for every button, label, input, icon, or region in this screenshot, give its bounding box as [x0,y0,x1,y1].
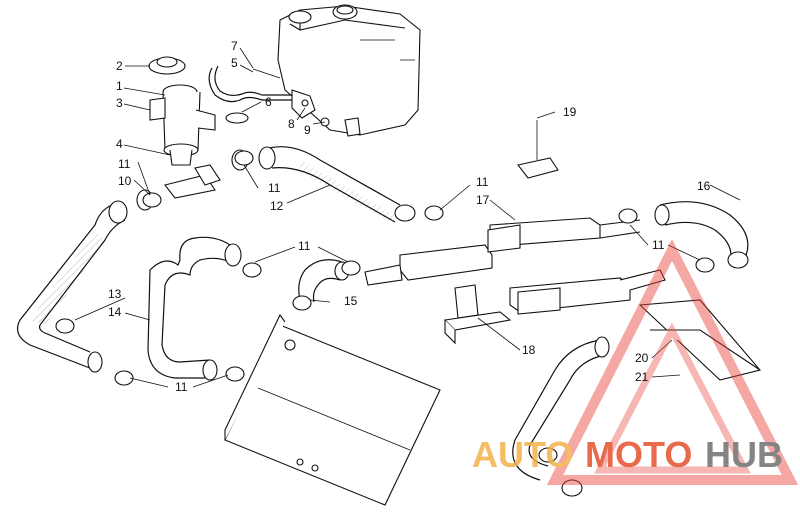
hose-16 [654,201,749,269]
callout-7: 7 [231,39,238,53]
watermark-moto: MOTO [585,434,692,475]
lower-right-hose [512,336,610,497]
callout-3: 3 [116,96,123,110]
callout-14: 14 [108,305,122,319]
watermark-auto: AUTO [472,434,573,475]
callout-11-b: 11 [268,181,281,195]
reservoir-tank [277,4,421,137]
callout-5: 5 [231,56,238,70]
fitting-19 [517,120,559,179]
hose-12 [258,146,416,223]
callout-11-a: 11 [118,157,131,171]
callout-labels: 2 1 3 4 7 5 6 8 9 11 10 11 12 11 17 19 1… [108,39,711,394]
callout-11-e: 11 [652,238,665,252]
callout-10: 10 [118,174,132,188]
callout-20: 20 [635,351,649,365]
callout-2: 2 [116,59,123,73]
callout-17: 17 [476,193,490,207]
heat-exchanger-bracket [443,284,512,345]
callout-12: 12 [270,199,284,213]
callout-18: 18 [522,343,536,357]
watermark-hub: HUB [705,434,783,475]
callout-8: 8 [288,117,295,131]
filler-neck-assembly [149,84,216,166]
heat-exchanger-lower [509,269,666,315]
leader-lines [74,47,741,388]
callout-15: 15 [344,294,358,308]
callout-11-d: 11 [298,239,311,253]
hose-10 [17,200,128,373]
callout-1: 1 [116,79,123,93]
callout-19: 19 [563,105,577,119]
callout-11-f: 11 [175,380,188,394]
callout-11-c: 11 [476,175,489,189]
callout-9: 9 [304,123,311,137]
callout-6: 6 [265,95,272,109]
radiator-panel [224,313,441,506]
hose-clamps [55,150,715,463]
callout-21: 21 [635,370,649,384]
callout-4: 4 [116,137,123,151]
radiator-cap [148,56,186,75]
callout-16: 16 [697,179,711,193]
watermark-logo: AUTO MOTO HUB [472,239,799,485]
hose-15 [298,259,350,303]
right-panel [638,299,761,381]
heat-exchanger-upper [364,217,641,286]
hose-14 [147,236,242,381]
callout-13: 13 [108,287,122,301]
